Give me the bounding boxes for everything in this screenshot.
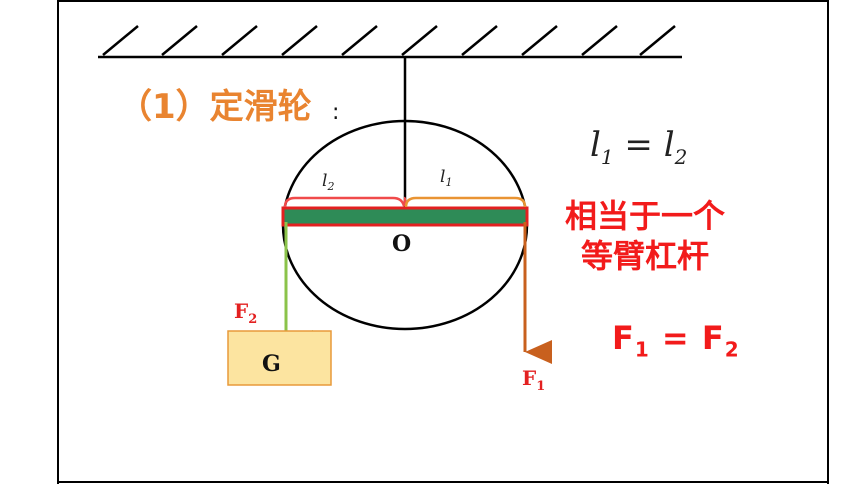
ceiling-hatch [102,25,139,56]
frame-top-edge [57,0,829,2]
arm-label-left: l2 [322,171,334,193]
ceiling-hatch [581,25,618,56]
ceiling-hatch [341,25,378,56]
slide-title: （1）定滑轮 [118,87,312,127]
equivalence-line-1: 相当于一个 [564,197,725,235]
frame-right-edge [827,0,829,484]
frame-bottom-edge [57,481,829,483]
equivalence-statement: 相当于一个 等臂杠杆 [540,196,750,276]
arm-label-right: l1 [440,167,452,189]
arm-equation: l1 = l2 [590,125,688,169]
ceiling-hatch [401,25,438,56]
brace-right-arm [404,196,527,208]
force-equation: F1 = F2 [612,319,740,362]
weight-label: G [262,351,281,377]
equivalence-line-2: 等臂杠杆 [580,237,709,275]
ceiling-hatch [521,25,558,56]
pivot-label: O [392,231,411,257]
force-label-left: F2 [234,299,257,327]
ceiling-hatch [221,25,258,56]
title-colon: : [332,100,340,125]
frame-left-edge [57,0,59,484]
ceiling-hatch [639,25,676,56]
ceiling-hatch [281,25,318,56]
lever-bar [281,206,529,227]
ceiling-hatch [161,25,198,56]
force-label-right: F1 [522,366,545,394]
brace-left-arm [283,196,407,208]
weight-block [227,330,332,386]
ceiling-support [98,25,682,59]
ceiling-hatch [461,25,498,56]
